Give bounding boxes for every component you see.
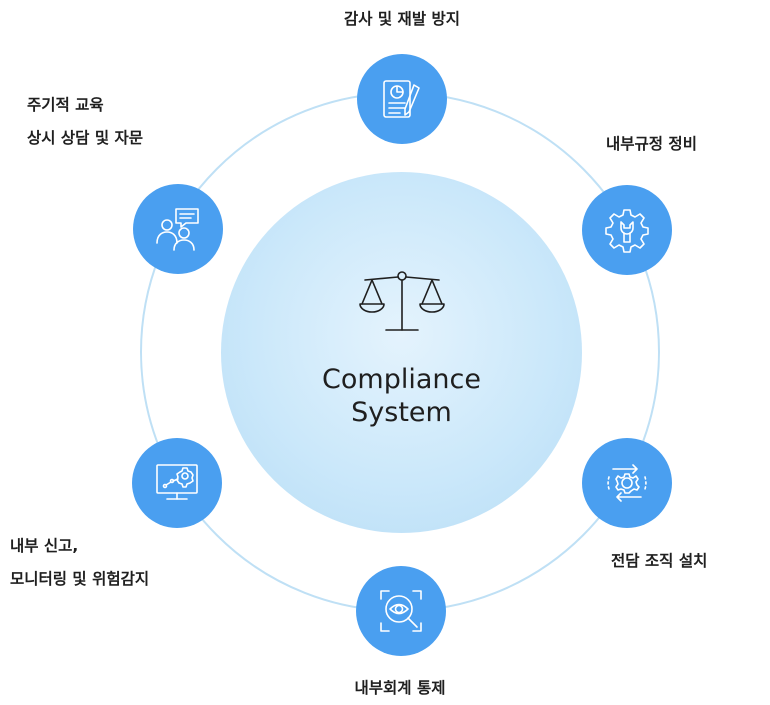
label-audit: 감사 및 재발 방지 [343,10,460,28]
label-rules: 내부규정 정비 [606,135,697,153]
balance-scale-icon [359,271,445,331]
label-control: 내부회계 통제 [354,679,446,697]
center-circle [221,172,582,533]
people-chat-icon [156,208,199,251]
center-title-line2: System [351,397,452,428]
center-title-line1: Compliance [322,364,481,395]
node-education [133,184,223,274]
label-education: 주기적 교육 상시 상담 및 자문 [27,96,144,147]
gear-arrows-icon [607,464,647,502]
node-rules [582,185,672,275]
label-report: 내부 신고, 모니터링 및 위험감지 [10,537,150,588]
report-pencil-icon [383,80,420,118]
node-control [356,566,446,656]
eye-magnifier-icon [380,590,422,632]
center-title: Compliance System [221,363,582,429]
label-org: 전담 조직 설치 [611,552,708,570]
node-org [582,438,672,528]
node-report [132,438,222,528]
gear-wrench-icon [605,209,649,253]
monitor-gear-icon [156,464,198,500]
node-audit [357,54,447,144]
